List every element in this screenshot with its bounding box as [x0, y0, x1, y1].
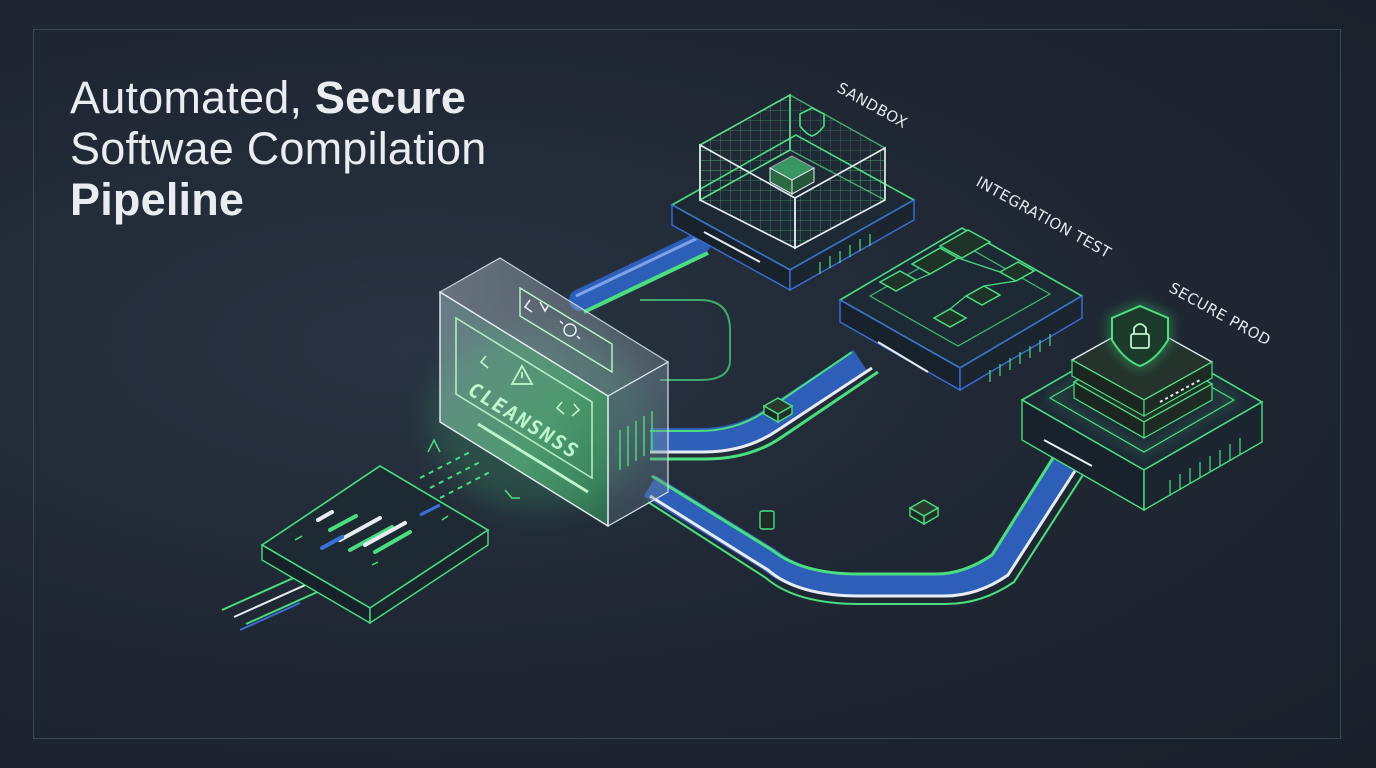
pipe-loop — [640, 299, 731, 381]
title-line-1: Automated, Secure — [70, 72, 487, 123]
sandbox-label: SANDBOX — [834, 79, 910, 132]
warning-icon — [510, 364, 534, 385]
package-icon-1 — [762, 397, 794, 424]
pipe-to-sandbox — [569, 232, 711, 314]
lock-icon-on-pipe — [759, 510, 775, 530]
bug-icon — [559, 320, 581, 340]
pipe-to-integration — [650, 350, 879, 461]
page-title: Automated, Secure Softwae Compilation Pi… — [70, 72, 487, 225]
pipe-to-prod — [643, 448, 1091, 605]
source-platform — [221, 438, 520, 631]
prod-label: SECURE PROD — [1166, 279, 1274, 350]
shield-lock-icon — [1111, 304, 1169, 368]
title-line-2: Softwae Compilation — [70, 123, 487, 174]
title-line-3: Pipeline — [70, 174, 245, 225]
cleansing-box: CLEANSNSS — [430, 257, 670, 528]
frame-border — [33, 29, 1341, 739]
sandbox-stage: SANDBOX — [670, 79, 916, 292]
shield-icon-sandbox — [799, 107, 825, 137]
title-line-1-bold: Secure — [314, 72, 467, 123]
package-icon-2 — [908, 499, 940, 526]
title-line-1-light: Automated, — [70, 72, 315, 123]
code-icon-2 — [479, 355, 581, 417]
code-icon — [523, 299, 549, 313]
